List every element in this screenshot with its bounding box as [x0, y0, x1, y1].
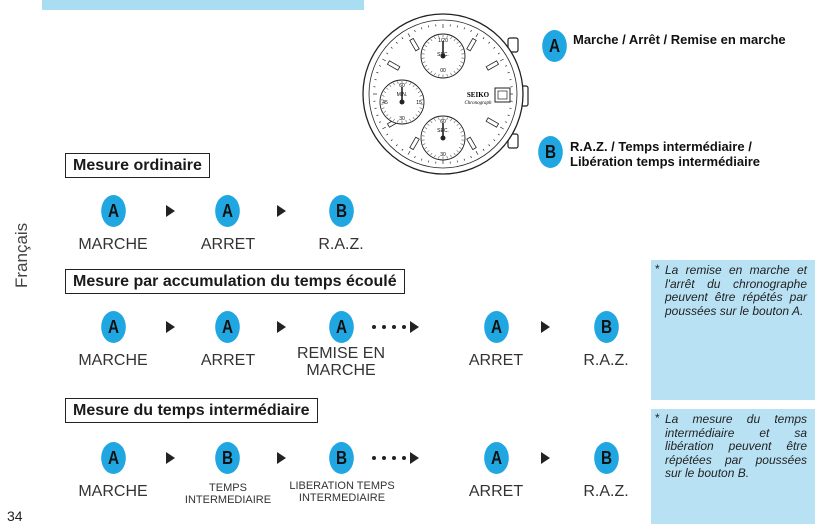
- step-button-b-icon: B: [594, 311, 619, 343]
- note-split-text: La mesure du temps intermédiaire et sa l…: [665, 412, 807, 480]
- legend-b-text: R.A.Z. / Temps intermédiaire / Libératio…: [570, 139, 760, 169]
- step-label: MARCHE: [78, 236, 148, 253]
- step-label: MARCHE: [78, 483, 148, 500]
- svg-text:15: 15: [416, 100, 422, 106]
- legend-button-b-icon: B: [538, 136, 563, 168]
- step-button-a-icon: A: [101, 195, 126, 227]
- step-label: R.A.Z.: [583, 352, 629, 369]
- step-button-a-icon: A: [329, 311, 354, 343]
- page-number: 34: [7, 508, 23, 524]
- step-button-a-icon: A: [101, 442, 126, 474]
- subdial-left: 60 15 45 30 MIN.: [379, 79, 425, 125]
- section-ordinary-title: Mesure ordinaire: [65, 153, 210, 178]
- arrow-icon: [277, 321, 286, 333]
- step-button-a-icon: A: [215, 195, 240, 227]
- step-label: ARRET: [468, 483, 524, 500]
- repeat-dots: [372, 325, 406, 329]
- step-label: R.A.Z.: [318, 236, 364, 253]
- model-script: Chronograph: [464, 101, 492, 106]
- arrow-icon: [166, 452, 175, 464]
- chronograph-watch-illustration: 1/20 SEC. 00 60 15 45 30 MIN. 60 30 SEC.…: [362, 13, 529, 175]
- note-split: * La mesure du temps intermédiaire et sa…: [651, 409, 815, 524]
- repeat-dots: [372, 456, 406, 460]
- step-label: TEMPS INTERMEDIAIRE: [184, 482, 272, 506]
- step-label: R.A.Z.: [583, 483, 629, 500]
- arrow-icon: [541, 321, 550, 333]
- svg-text:00: 00: [440, 68, 446, 74]
- step-button-b-icon: B: [329, 442, 354, 474]
- note-marker: *: [655, 411, 660, 425]
- step-button-a-icon: A: [484, 442, 509, 474]
- arrow-icon: [410, 321, 419, 333]
- svg-text:30: 30: [399, 116, 405, 122]
- svg-text:60: 60: [440, 119, 446, 125]
- note-marker: *: [655, 262, 660, 276]
- note-accumulation-text: La remise en marche et l'arrêt du chrono…: [665, 263, 807, 318]
- subdial-top: 1/20 SEC. 00: [420, 33, 466, 79]
- step-label: ARRET: [468, 352, 524, 369]
- legend-button-a-icon: A: [542, 30, 567, 62]
- step-button-a-icon: A: [215, 311, 240, 343]
- step-label: LIBERATION TEMPS INTERMEDIAIRE: [289, 480, 395, 504]
- brand-logo: SEIKO: [467, 91, 490, 99]
- arrow-icon: [166, 321, 175, 333]
- legend-a-text: Marche / Arrêt / Remise en marche: [573, 32, 786, 47]
- language-label: Français: [12, 222, 31, 288]
- note-accumulation: * La remise en marche et l'arrêt du chro…: [651, 260, 815, 400]
- arrow-icon: [410, 452, 419, 464]
- arrow-icon: [541, 452, 550, 464]
- arrow-icon: [277, 205, 286, 217]
- step-button-b-icon: B: [329, 195, 354, 227]
- pusher-a-shape: [507, 37, 519, 53]
- step-label: ARRET: [200, 236, 256, 253]
- svg-text:30: 30: [440, 152, 446, 158]
- arrow-icon: [166, 205, 175, 217]
- subdial-right: 60 30 SEC.: [420, 115, 466, 161]
- top-color-band: [42, 0, 364, 10]
- section-accumulation-title: Mesure par accumulation du temps écoulé: [65, 269, 405, 294]
- step-button-a-icon: A: [101, 311, 126, 343]
- step-label: REMISE EN MARCHE: [296, 345, 385, 379]
- step-button-a-icon: A: [484, 311, 509, 343]
- step-label: MARCHE: [78, 352, 148, 369]
- svg-text:60: 60: [399, 83, 405, 89]
- step-button-b-icon: B: [215, 442, 240, 474]
- section-split-title: Mesure du temps intermédiaire: [65, 398, 318, 423]
- svg-text:45: 45: [382, 100, 388, 106]
- step-button-b-icon: B: [594, 442, 619, 474]
- arrow-icon: [277, 452, 286, 464]
- step-label: ARRET: [200, 352, 256, 369]
